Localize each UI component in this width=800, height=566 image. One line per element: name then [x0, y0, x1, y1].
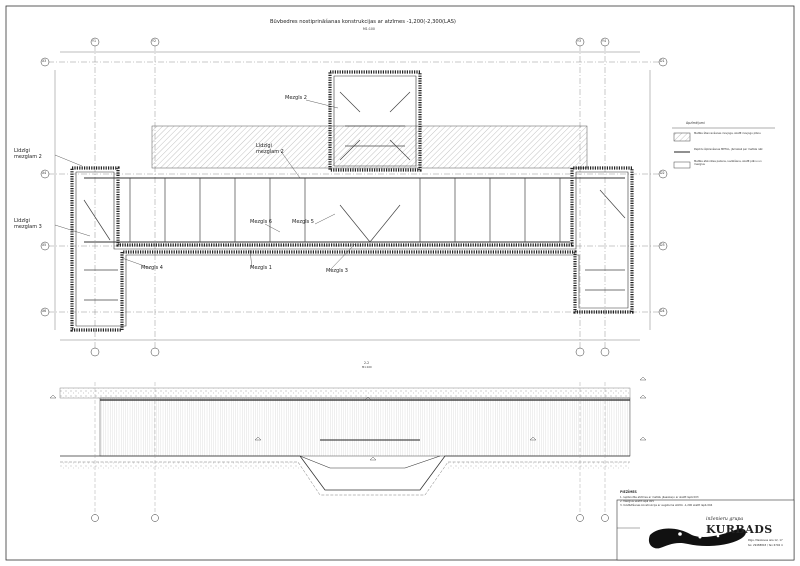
- section-ground-top: [59, 387, 631, 399]
- note-2: 2. Mezglus skatīt lapā 005: [620, 500, 654, 503]
- grid-label-left-2: X4: [42, 171, 47, 175]
- legend-swatch-sheet-pile: [673, 132, 691, 142]
- plan-view: [40, 37, 668, 357]
- grid-label-left-1: X3: [42, 59, 47, 63]
- title-block: [616, 499, 795, 561]
- label-mezgls-2: Mezgls 2: [285, 95, 307, 101]
- label-mezgls-4: Mezgls 4: [141, 265, 163, 271]
- note-3: 3. Uzstādīšanas konstrukcija ar augstuma…: [620, 504, 713, 507]
- section-sheet-piles: [99, 397, 631, 457]
- legend-title: Apzīmējumi: [686, 121, 705, 125]
- company-subtitle: inženieru grupa: [706, 517, 744, 522]
- label-mezgls-6: Mezgls 6: [250, 219, 272, 225]
- grid-label-top-3: Y3: [577, 39, 581, 43]
- grid-label-right-3: D3: [660, 243, 665, 247]
- section-view: [49, 376, 647, 522]
- grid-label-top-1: Y1: [92, 39, 96, 43]
- section-scale: M1:100: [362, 366, 372, 369]
- plan-scale: M1:100: [363, 27, 375, 31]
- label-lidzigi-mezglam-2-center: Līdzīgi mezglam 2: [256, 143, 284, 155]
- dimension-lines: [54, 51, 651, 341]
- plan-title: Būvbedres nostiprināšanas konstrukcijas …: [270, 19, 456, 25]
- label-mezgls-3: Mezgls 3: [326, 268, 348, 274]
- company-address: Rīga, Maskavas iela 12, 17: [748, 539, 783, 542]
- label-lidzigi-mezglam-3-left: Līdzīgi mezglam 3: [14, 218, 42, 230]
- grid-label-right-4: D4: [660, 309, 665, 313]
- label-mezgls-5: Mezgls 5: [292, 219, 314, 225]
- grid-label-top-2: Y2: [152, 39, 156, 43]
- grid-label-left-4: X6: [42, 309, 47, 313]
- kurbads-logo: [648, 528, 746, 549]
- label-lidzigi-mezglam-2-left: Līdzīgi mezglam 2: [14, 148, 42, 160]
- grid-label-left-3: X5: [42, 243, 47, 247]
- leader-lines: [54, 99, 356, 271]
- level-markers: [49, 376, 647, 461]
- sheet-frame: [5, 5, 795, 561]
- soil-hatch-zone: [151, 125, 588, 169]
- sheet-pile-wall: [70, 70, 634, 332]
- legend-item-3: Metāla atslodzes paliens, ievākšana, ska…: [694, 160, 762, 166]
- company-phone: tel. 29488818 / fax 6794 4: [748, 544, 783, 547]
- struts: [83, 91, 626, 301]
- section-pit: [299, 455, 441, 469]
- grid-lines: [48, 45, 660, 355]
- legend-item-2: Papildu šķērsošanas METAL, jāmaksā par m…: [694, 148, 763, 151]
- legend-graphics: [672, 127, 775, 169]
- note-1: 1. Ieplānotās atzīmes ar metālu jāsaskaņ…: [620, 496, 699, 499]
- section-title: 2-2: [364, 361, 370, 365]
- grid-bubbles: [40, 37, 668, 357]
- label-mezgls-1: Mezgls 1: [250, 265, 272, 271]
- notes-title: PIEZĪMES: [620, 490, 637, 494]
- company-name: KURBADS: [706, 523, 773, 536]
- legend-swatch-waler: [673, 161, 691, 169]
- grid-label-right-1: D1: [660, 59, 665, 63]
- grid-label-top-4: Y4: [602, 39, 606, 43]
- legend-item-1: Metāla štancenšanas rievjoga, skatīt rie…: [694, 132, 761, 135]
- grid-label-right-2: D2: [660, 171, 665, 175]
